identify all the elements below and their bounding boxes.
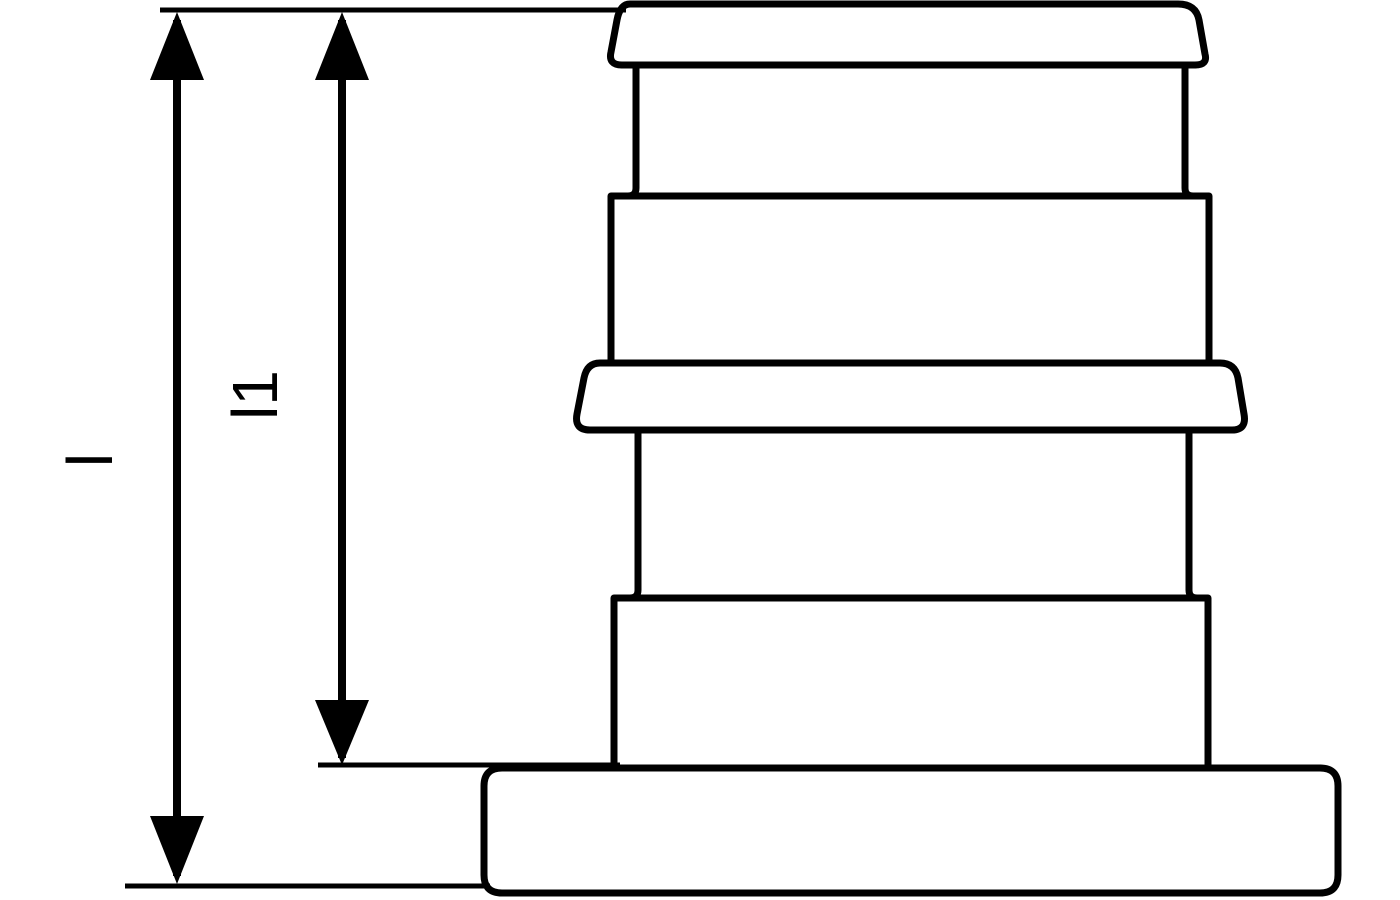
part-profile: [480, 0, 1342, 897]
dimension-l-arrow-up: [150, 12, 204, 80]
dimension-l1: l1: [219, 12, 369, 765]
dimension-l1-label: l1: [219, 370, 291, 420]
dimension-l1-arrow-down: [315, 700, 369, 765]
part-upper-body: [607, 192, 1213, 367]
dimension-l-label: l: [54, 453, 126, 467]
part-lower-body: [610, 594, 1212, 772]
part-base-flange: [480, 764, 1342, 897]
dimension-l: l: [54, 12, 204, 884]
dimension-l-arrow-down: [150, 816, 204, 884]
dimension-l1-arrow-up: [315, 12, 369, 80]
